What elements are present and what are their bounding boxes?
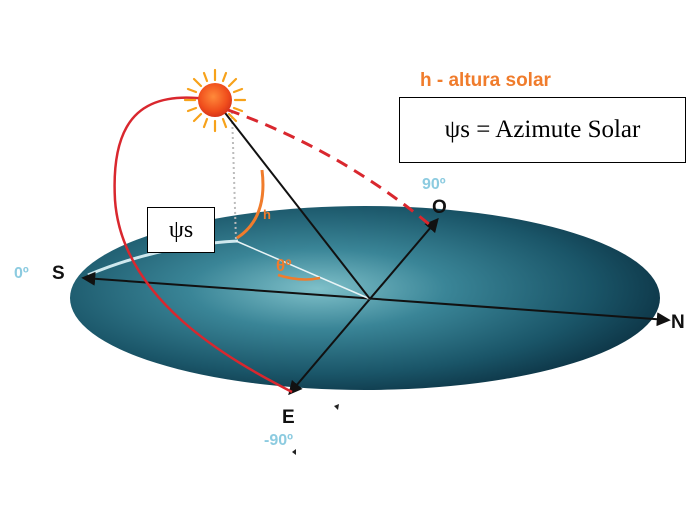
sun-ray-to-center	[214, 99, 371, 300]
sun-projection-line	[235, 240, 371, 300]
north-cardinal-label: N	[671, 312, 685, 333]
west-degree-label: 90º	[422, 176, 446, 193]
sun-vertical-drop	[231, 111, 237, 242]
sun-path-dashed	[227, 108, 431, 227]
azimuth-angle-arc	[277, 273, 321, 281]
east-west-axis	[288, 217, 439, 396]
ink-mark	[334, 404, 339, 410]
east-degree-label: -90º	[264, 432, 293, 449]
altitude-legend-title: h - altura solar	[420, 70, 552, 91]
south-cardinal-label: S	[52, 263, 65, 284]
sun-path-arc	[113, 96, 293, 394]
azimuth-definition-box: ψs = Azimute Solar	[399, 97, 686, 163]
altitude-angle-arc	[236, 169, 265, 240]
ink-mark	[292, 449, 296, 455]
altitude-h-label: h	[263, 207, 271, 222]
sun-disc	[198, 83, 232, 117]
azimuth-theta-label: θº	[276, 256, 291, 275]
sun-icon	[183, 68, 247, 133]
east-cardinal-label: E	[282, 407, 295, 428]
south-degree-label: 0º	[14, 265, 29, 282]
psi-label-box: ψs	[147, 207, 215, 253]
west-cardinal-label: O	[432, 197, 447, 218]
